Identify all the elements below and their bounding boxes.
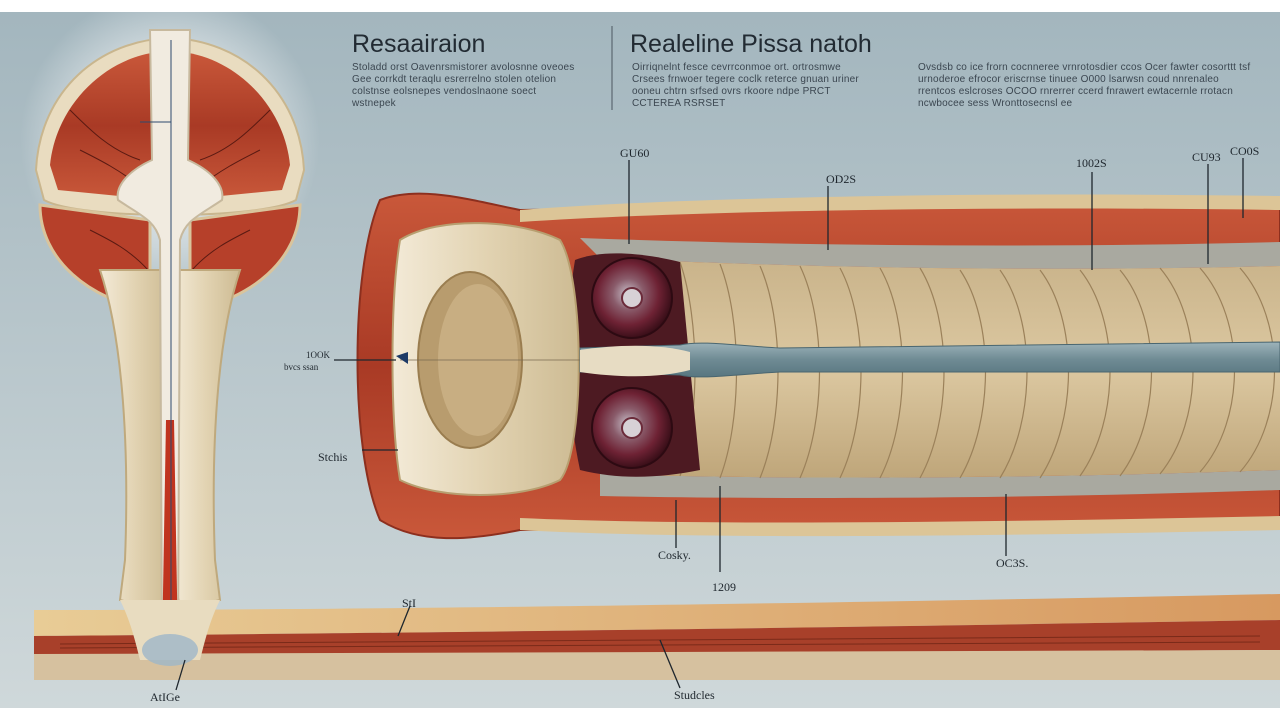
callout-bottom-2: 1209 [712,580,736,594]
callout-top-1: GU60 [620,146,650,160]
base-tissue-strip [34,594,1280,680]
upper-muscle-right [180,52,290,200]
callout-bottom-1: Cosky. [658,548,691,562]
paragraph-left: Stoladd orst Oavenrsmistorer avolosnne o… [352,62,575,109]
callout-top-5: CO0S [1230,144,1260,158]
disc-lower-center [621,417,643,439]
callout-base-1: StI [402,596,417,610]
callout-top-2: OD2S [826,172,857,186]
base-top-layer [34,594,1280,636]
vertical-bone-illustration [20,0,320,650]
callout-base-2: AtIGe [150,690,180,704]
base-muscle-layer [34,620,1280,654]
disc-upper-center [621,287,643,309]
central-artery [162,420,178,650]
callout-base-3: Studcles [674,688,715,702]
bone-leg-right [171,269,242,612]
joint-capsule [142,634,198,666]
callout-top-4: CU93 [1192,150,1221,164]
leader-lines [175,158,1244,691]
paragraph-right: Ovsdsb co ice frorn cocnneree vrnrotosdi… [918,62,1251,109]
callout-left-1-sub: bvcs ssan [284,362,319,372]
cross-section-illustration [356,192,1280,540]
callout-left-2: Stchis [318,450,348,464]
bone-leg-left [98,269,172,612]
heading-left: Resaairaion [352,30,486,58]
callout-left-1: 1OOK [306,350,330,360]
inner-lining-top [580,238,1280,269]
pointer-marker [396,352,408,364]
base-bottom-layer [34,650,1280,680]
callout-bottom-3: OC3S. [996,556,1029,570]
inner-lining-bottom [600,470,1280,498]
tendon-insertion [580,345,690,377]
callout-top-3: 1002S [1076,156,1107,170]
top-fascia [520,194,1280,222]
paragraph-center: Oirriqnelnt fesce cevrrconmoe ort. ortro… [632,62,859,109]
upper-muscle-left [50,52,160,200]
tendon-rod [579,341,1280,378]
heading-center: Realeline Pissa natoh [630,30,872,58]
bottom-fascia [520,516,1280,537]
